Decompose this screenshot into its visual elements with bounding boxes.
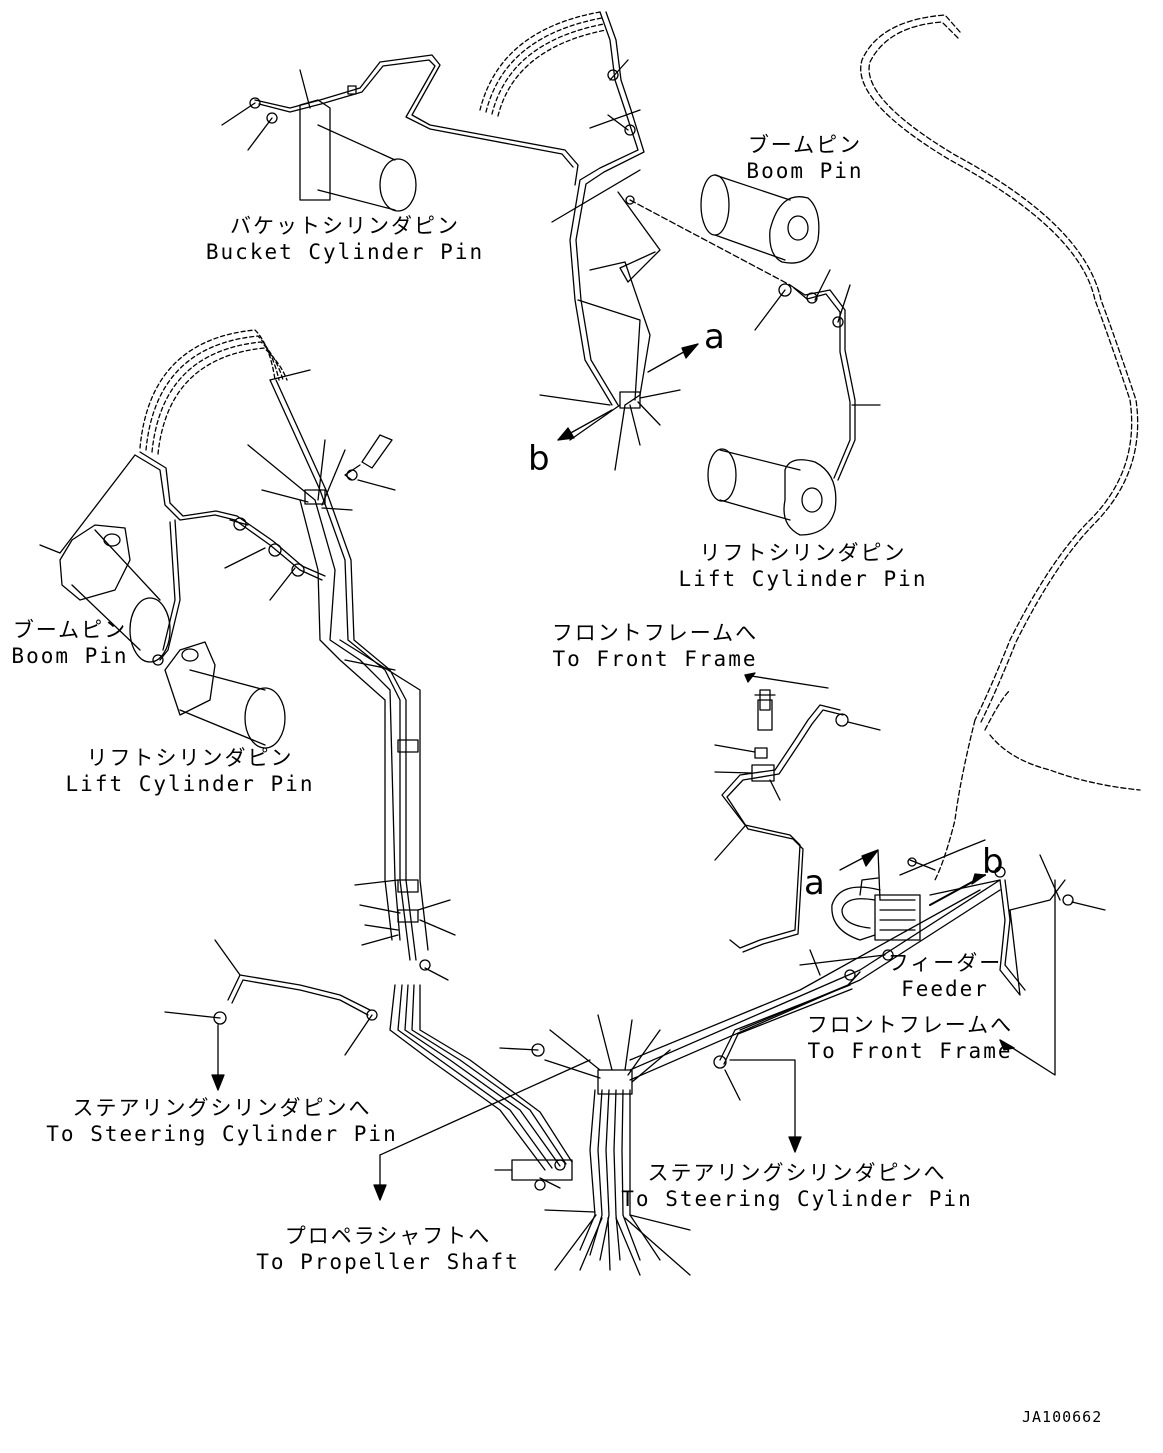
label-jp: ブームピン [747, 133, 863, 157]
label-jp: フロントフレームへ [551, 621, 759, 645]
label-steering-left: ステアリングシリンダピンへ To Steering Cylinder Pin [46, 1095, 397, 1147]
label-jp: ステアリングシリンダピンへ [72, 1096, 372, 1120]
label-steering-right: ステアリングシリンダピンへ To Steering Cylinder Pin [621, 1160, 972, 1212]
marker-b-top: b [528, 439, 550, 479]
label-front-frame-upper: フロントフレームへ To Front Frame [552, 620, 758, 672]
label-jp: ブームピン [12, 618, 128, 642]
boom-pin-top-assembly [700, 174, 881, 481]
arrow-b-top [557, 409, 613, 441]
label-jp: バケットシリンダピン [230, 214, 460, 238]
feeder-block [799, 839, 1106, 1076]
drawing-code: JA100662 [1022, 1408, 1103, 1426]
label-en: Lift Cylinder Pin [678, 567, 928, 591]
label-boom-pin-top: ブームピン Boom Pin [746, 132, 863, 184]
lift-cylinder-pin-left-assembly [164, 641, 286, 749]
label-en: To Propeller Shaft [256, 1250, 520, 1274]
label-en: To Front Frame [552, 647, 758, 671]
label-lift-cylinder-pin-right: リフトシリンダピン Lift Cylinder Pin [679, 540, 928, 592]
bottom-manifold-pipes [544, 1014, 691, 1276]
label-jp: リフトシリンダピン [86, 746, 294, 770]
label-bucket-cylinder-pin: バケットシリンダピン Bucket Cylinder Pin [206, 213, 484, 265]
label-jp: フィーダー [887, 951, 1003, 975]
label-jp: フロントフレームへ [806, 1013, 1014, 1037]
right-long-hose [860, 14, 1141, 881]
label-jp: プロペラシャフトへ [284, 1224, 492, 1248]
marker-a-top: a [704, 317, 725, 357]
marker-b-bottom: b [982, 842, 1004, 882]
label-propeller-shaft: プロペラシャフトへ To Propeller Shaft [256, 1223, 520, 1275]
label-en: Lift Cylinder Pin [65, 772, 315, 796]
label-en: Feeder [901, 977, 989, 1001]
label-front-frame-lower: フロントフレームへ To Front Frame [807, 1012, 1013, 1064]
label-en: Bucket Cylinder Pin [205, 240, 485, 264]
lift-cylinder-pin-top-assembly [707, 448, 837, 536]
label-lift-cylinder-pin-left: リフトシリンダピン Lift Cylinder Pin [66, 745, 315, 797]
label-en: To Front Frame [807, 1039, 1013, 1063]
label-jp: リフトシリンダピン [699, 541, 907, 565]
boom-pin-left-assembly [39, 451, 326, 666]
center-pipe-group [539, 11, 791, 471]
left-center-pipe-run [247, 369, 456, 981]
right-steering-pipe [713, 984, 853, 1153]
label-jp: ステアリングシリンダピンへ [647, 1161, 947, 1185]
central-lower-bundle [373, 984, 591, 1201]
arrow-a-top [647, 343, 699, 373]
label-boom-pin-left: ブームピン Boom Pin [11, 617, 128, 669]
upper-hose-bundle [479, 11, 607, 117]
marker-a-bottom: a [804, 863, 825, 903]
label-en: To Steering Cylinder Pin [621, 1187, 973, 1211]
front-frame-pipe [714, 672, 881, 953]
left-hose-bundle [139, 329, 288, 455]
arrow-a-bottom [839, 849, 881, 901]
label-en: To Steering Cylinder Pin [46, 1122, 398, 1146]
label-feeder: フィーダー Feeder [888, 950, 1003, 1002]
left-steering-pipe [164, 939, 378, 1091]
label-en: Boom Pin [746, 159, 864, 183]
bucket-cylinder-pin-assembly [221, 54, 579, 212]
label-en: Boom Pin [11, 644, 129, 668]
